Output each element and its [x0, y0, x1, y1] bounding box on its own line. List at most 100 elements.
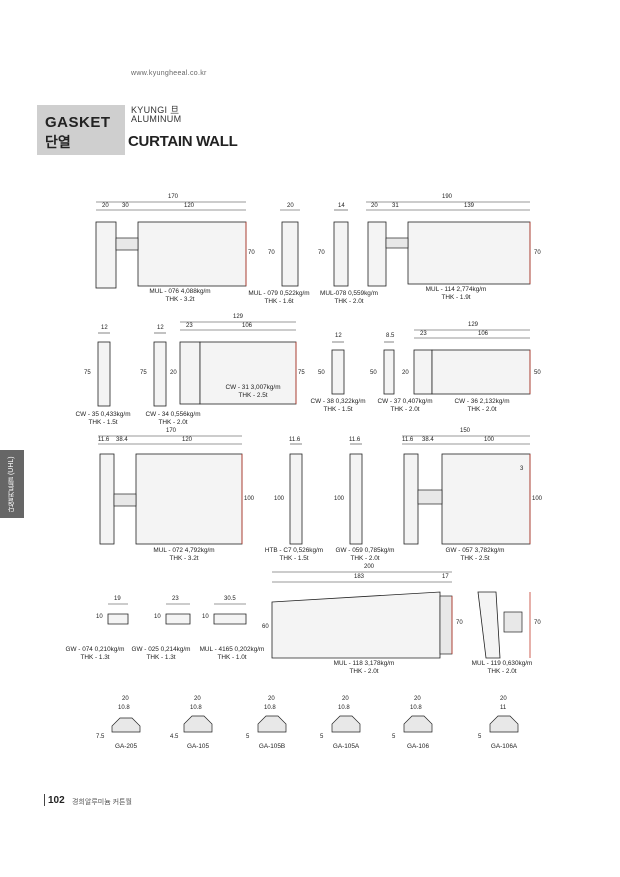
gw074-drawing	[107, 603, 129, 625]
dim: 70	[456, 620, 463, 626]
profile-label-cw34: CW - 34 0,556kg/m THK - 2.0t	[138, 411, 208, 426]
profile-thickness: THK - 1.9t	[441, 293, 471, 301]
dim: 5	[320, 734, 324, 740]
dim: 100	[334, 496, 345, 502]
dim: 10.8	[338, 705, 350, 711]
footer-text: 경희알루미늄 커튼월	[72, 799, 132, 806]
profile-label-mul118: MUL - 118 3,178kg/m THK - 2.0t	[326, 660, 402, 675]
dim: 11	[500, 705, 507, 711]
dim: 19	[114, 596, 121, 602]
dim: 17	[442, 574, 449, 580]
dim: 20	[287, 203, 294, 209]
profile-thickness: THK - 2.5t	[460, 554, 490, 562]
profile-name: GW - 025 0,214kg/m	[131, 646, 191, 653]
dim: 10	[96, 614, 103, 620]
gw025-drawing	[165, 603, 191, 625]
dim: 190	[442, 194, 453, 200]
dim: 50	[534, 370, 541, 376]
profile-thickness: THK - 2.0t	[487, 667, 517, 675]
dim: 70	[248, 250, 255, 256]
profile-thickness: THK - 1.5t	[88, 418, 118, 426]
gasket-drawings	[111, 715, 519, 733]
profile-label-cw37: CW - 37 0,407kg/m THK - 2.0t	[372, 398, 438, 413]
profile-name: HTB - C7 0,526kg/m	[264, 547, 324, 554]
dim: 50	[370, 370, 377, 376]
dim: 20	[122, 696, 129, 702]
dim: 10.8	[264, 705, 276, 711]
dim: 8.5	[386, 333, 395, 339]
profile-name: CW - 38 0,322kg/m	[310, 398, 366, 405]
gasket-label-ga105a: GA-105A	[332, 743, 360, 750]
profile-thickness: THK - 2.0t	[334, 297, 364, 305]
profile-name: CW - 35 0,433kg/m	[75, 411, 131, 418]
dim: 14	[338, 203, 345, 209]
profile-label-gw074: GW - 074 0,210kg/m THK - 1.3t	[60, 646, 130, 661]
profile-label-cw38: CW - 38 0,322kg/m THK - 1.5t	[304, 398, 372, 413]
profile-thickness: THK - 1.3t	[80, 653, 110, 661]
mul079-drawing	[280, 209, 300, 287]
dim: 30	[122, 203, 129, 209]
dim: 20	[268, 696, 275, 702]
dim: 70	[534, 620, 541, 626]
profile-label-mul119: MUL - 119 0,630kg/m THK - 2.0t	[464, 660, 540, 675]
profile-name: GW - 074 0,210kg/m	[65, 646, 125, 653]
dim: 20	[194, 696, 201, 702]
dim: 10.8	[118, 705, 130, 711]
profile-name: MUL - 4165 0,202kg/m	[199, 646, 265, 653]
dim: 20	[342, 696, 349, 702]
mul118-drawing	[271, 571, 453, 659]
gasket-label-ga205: GA-205	[114, 743, 138, 750]
profile-label-gw059: GW - 059 0,785kg/m THK - 2.0t	[330, 547, 400, 562]
dim: 129	[233, 314, 244, 320]
profile-thickness: THK - 3.2t	[165, 295, 195, 303]
gw057-drawing	[402, 435, 531, 545]
dim: 20	[102, 203, 109, 209]
section-title-ko: 단열	[45, 134, 71, 150]
mul119-drawing	[477, 591, 531, 659]
profile-thickness: THK - 1.0t	[217, 653, 247, 661]
dim: 100	[484, 437, 495, 443]
page-number: 102	[48, 795, 65, 806]
profile-label-mul079: MUL - 079 0,522kg/m THK - 1.6t	[244, 290, 314, 305]
profile-label-mul076: MUL - 076 4,088kg/m THK - 3.2t	[140, 288, 220, 303]
cw31-drawing	[179, 321, 297, 405]
profile-label-cw36: CW - 36 2,132kg/m THK - 2.0t	[446, 398, 518, 413]
profile-thickness: THK - 3.2t	[169, 554, 199, 562]
dim: 139	[464, 203, 475, 209]
dim: 30.5	[224, 596, 236, 602]
dim: 10.8	[410, 705, 422, 711]
mul078-drawing	[333, 209, 349, 287]
dim: 20	[402, 370, 409, 376]
profile-thickness: THK - 1.5t	[323, 405, 353, 413]
cw36-drawing	[413, 329, 531, 395]
footer-divider	[44, 794, 45, 806]
dim: 12	[335, 333, 342, 339]
dim: 12	[101, 325, 108, 331]
dim: 106	[478, 331, 489, 337]
dim: 20	[500, 696, 507, 702]
profile-label-mul078: MUL-078 0,559kg/m THK - 2.0t	[314, 290, 384, 305]
dim: 60	[262, 624, 269, 630]
dim: 75	[298, 370, 305, 376]
profile-label-cw31: CW - 31 3,007kg/m THK - 2.5t	[218, 384, 288, 399]
dim: 23	[186, 323, 193, 329]
dim: 20	[170, 370, 177, 376]
profile-thickness: THK - 2.0t	[467, 405, 497, 413]
profile-thickness: THK - 1.6t	[264, 297, 294, 305]
profile-name: GW - 057 3,782kg/m	[445, 547, 505, 554]
dim: 100	[274, 496, 285, 502]
profile-label-gw025: GW - 025 0,214kg/m THK - 1.3t	[126, 646, 196, 661]
dim: 150	[460, 428, 471, 434]
dim: 5	[392, 734, 396, 740]
dim: 20	[371, 203, 378, 209]
dim: 70	[318, 250, 325, 256]
profile-name: CW - 31 3,007kg/m	[225, 384, 281, 391]
profile-thickness: THK - 2.0t	[390, 405, 420, 413]
profile-label-htbc7: HTB - C7 0,526kg/m THK - 1.5t	[258, 547, 330, 562]
dim: 106	[242, 323, 253, 329]
dim: 129	[468, 322, 479, 328]
profile-name: CW - 34 0,556kg/m	[145, 411, 201, 418]
section-header-box	[37, 105, 125, 155]
dim: 120	[182, 437, 193, 443]
dim: 10.8	[190, 705, 202, 711]
